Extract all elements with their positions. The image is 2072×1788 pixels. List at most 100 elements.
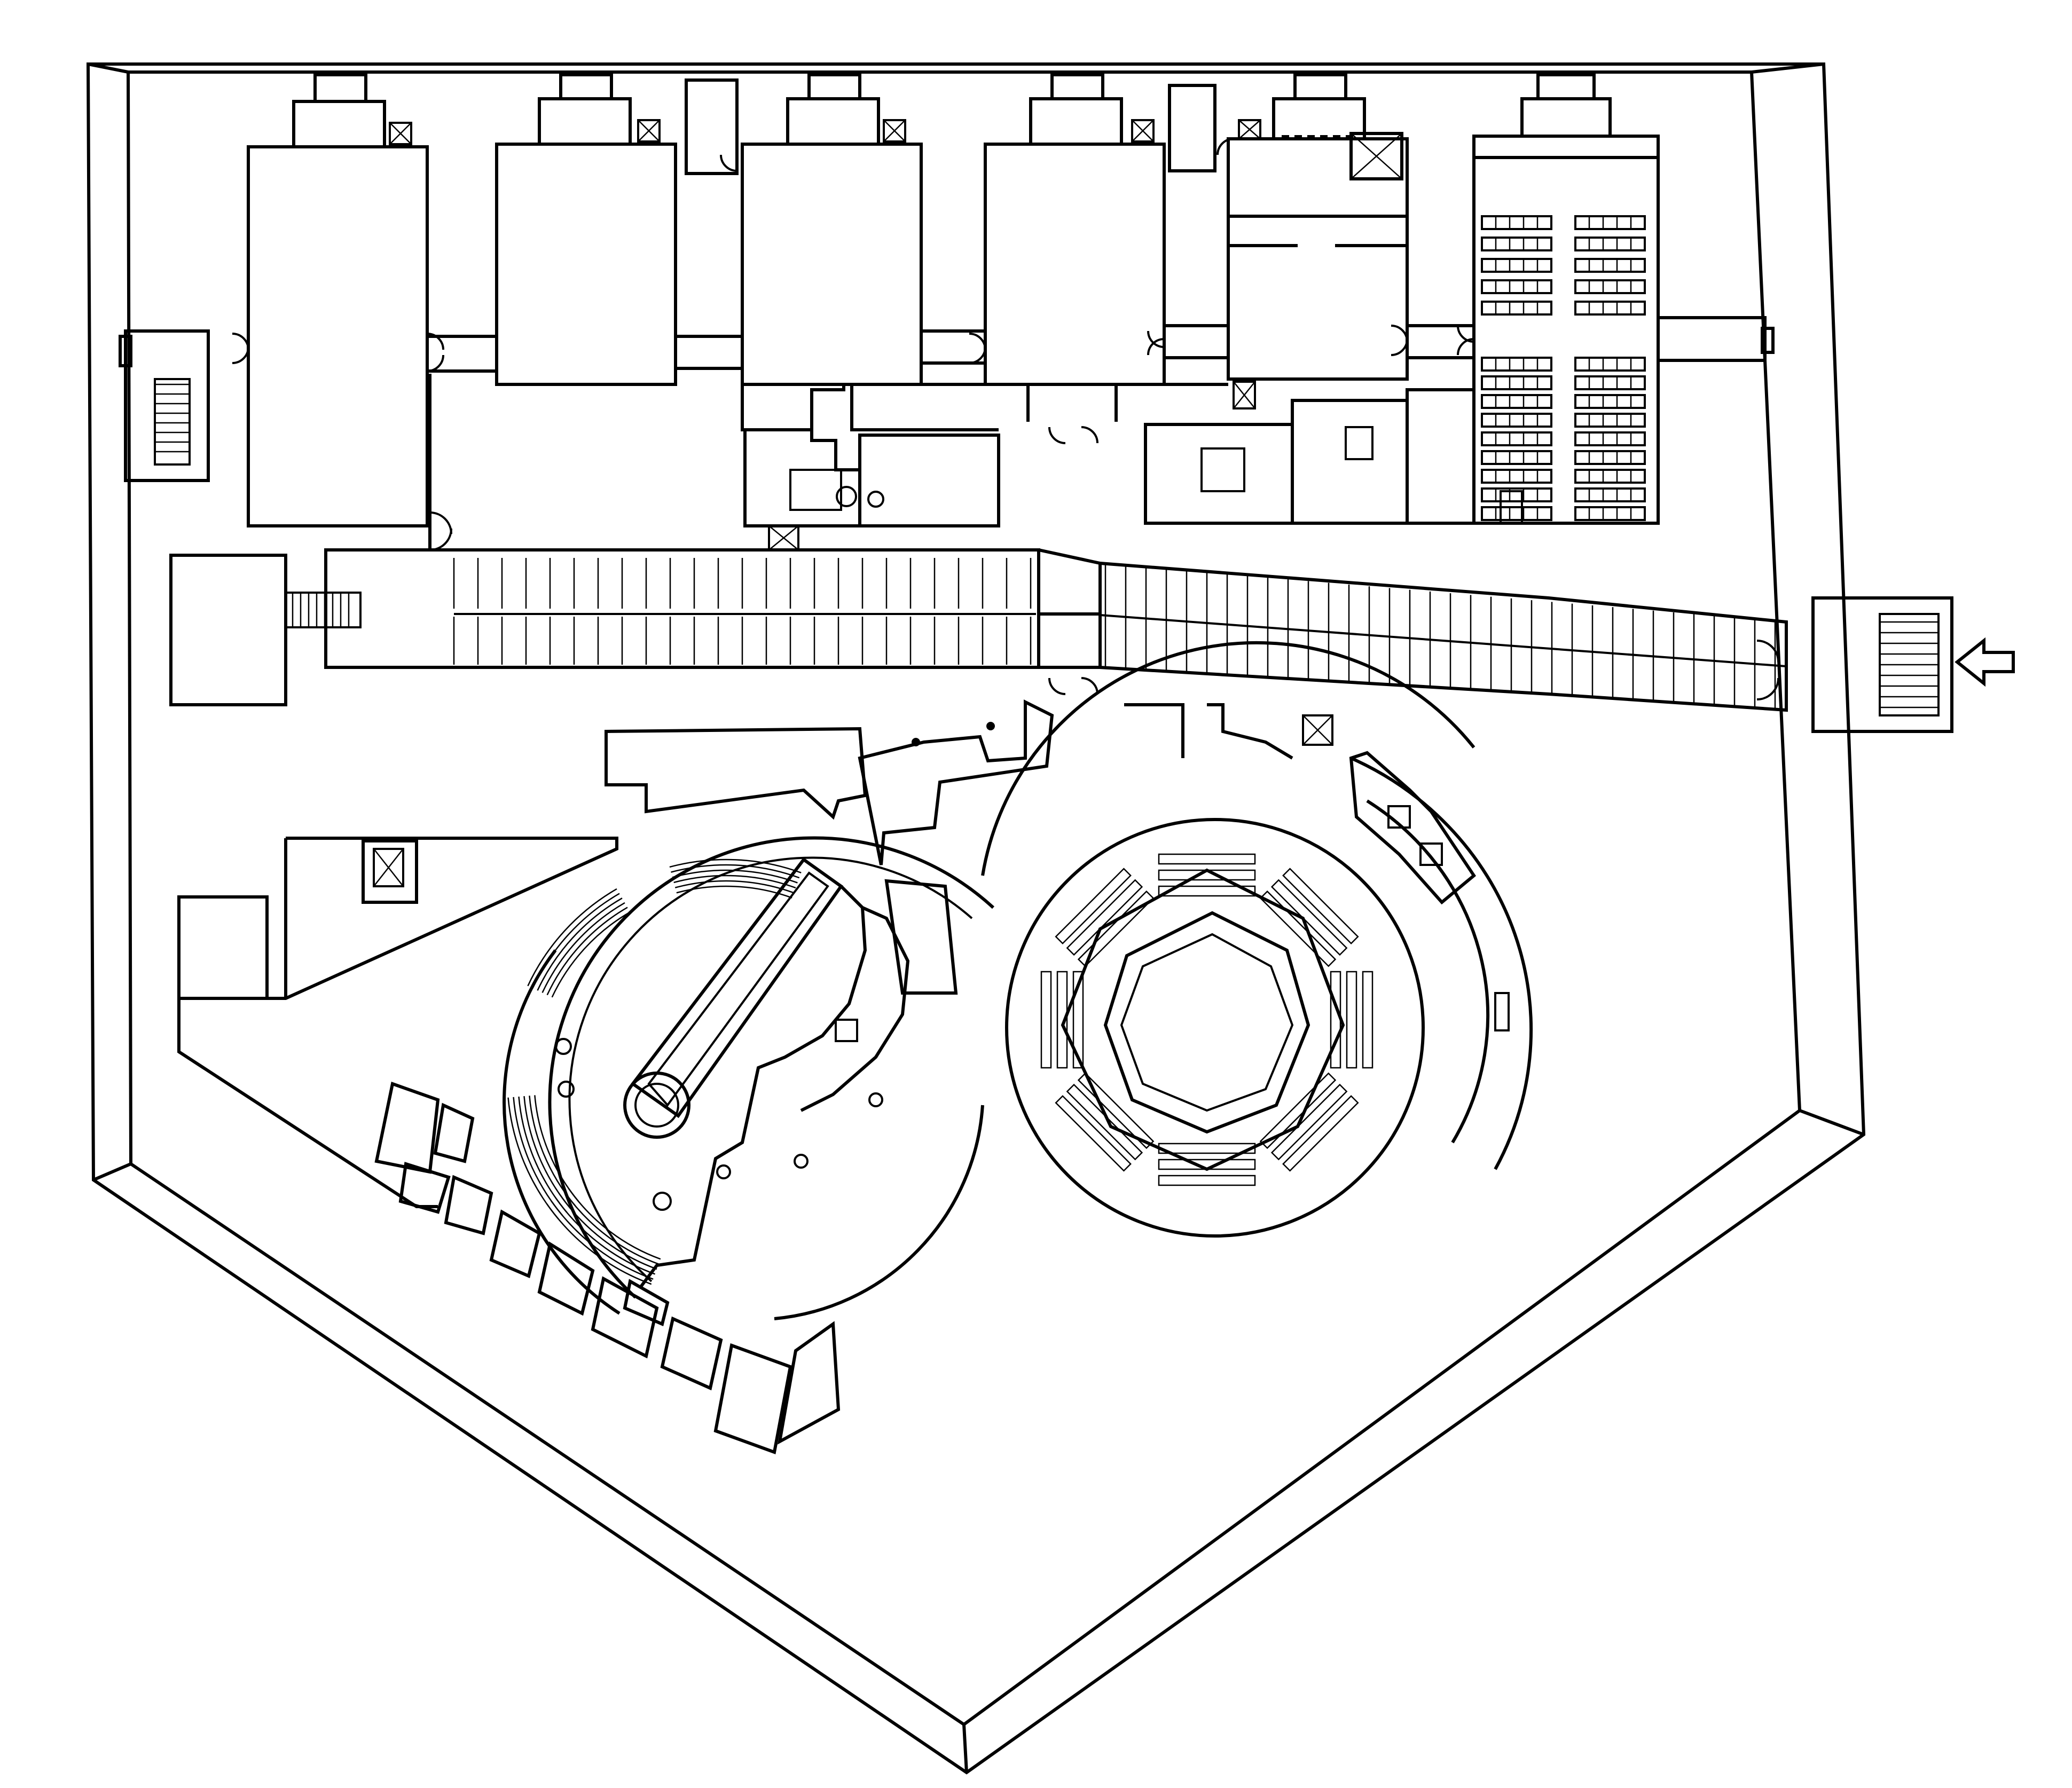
- seat-row: [1481, 469, 1552, 484]
- seat-row: [1574, 375, 1646, 390]
- seat-arc: [518, 1096, 568, 1213]
- seat-row: [1481, 215, 1552, 230]
- seat-row: [1481, 450, 1552, 465]
- seat-arc: [674, 880, 794, 894]
- seat-row: [1158, 869, 1256, 881]
- seat-bank: [1330, 971, 1374, 1069]
- seat-row: [1574, 506, 1646, 521]
- west-stair-entrance: [119, 329, 210, 482]
- seating-rows-theatre: [1040, 853, 1374, 1186]
- seat-arc: [546, 907, 628, 996]
- seat-row: [1574, 237, 1646, 251]
- door-swing-icon: [232, 138, 1779, 700]
- seat-row: [1055, 1095, 1132, 1172]
- seat-row: [1481, 431, 1552, 446]
- seat-row: [1481, 301, 1552, 316]
- seat-row: [1259, 890, 1337, 967]
- seat-arc: [673, 875, 796, 889]
- site-boundary-wall: [86, 62, 1866, 1775]
- office-block-east: [1144, 381, 1523, 525]
- seat-row: [1362, 971, 1374, 1069]
- main-entrance-stair: [292, 594, 1953, 733]
- seat-row: [1066, 879, 1143, 956]
- seating-rows-rotunda-west: [507, 858, 802, 1285]
- ramp-steps-east: [1100, 563, 1787, 710]
- east-stair-entrance: [1657, 316, 1775, 362]
- theatre-east: [981, 641, 1533, 1238]
- seating-rows-right: [1574, 215, 1646, 521]
- seat-arc: [563, 1191, 659, 1265]
- seat-row: [1481, 237, 1552, 251]
- seat-row: [1072, 971, 1084, 1069]
- seat-row: [1282, 868, 1359, 944]
- seat-row: [1574, 413, 1646, 428]
- seat-row: [1481, 375, 1552, 390]
- seat-row: [1158, 1175, 1256, 1186]
- seat-row: [1158, 885, 1256, 897]
- gallery-room-2: [495, 73, 739, 386]
- seating-rows-left: [1481, 215, 1552, 521]
- seat-row: [1055, 868, 1132, 944]
- seat-arc: [669, 858, 802, 873]
- seat-arc: [534, 1095, 580, 1203]
- seat-bank: [1158, 1143, 1256, 1186]
- seat-bank: [1055, 868, 1155, 967]
- entrance-arrow-icon: [1955, 637, 2015, 687]
- gallery-room-4: [984, 73, 1216, 386]
- ramp-steps-west: [453, 558, 1036, 665]
- seat-arc: [541, 902, 625, 993]
- seat-row: [1574, 357, 1646, 372]
- seat-row: [1158, 1143, 1256, 1154]
- upper-corridor: [427, 324, 1474, 550]
- gallery-room-3: [741, 73, 923, 386]
- west-service-block: [605, 699, 1054, 995]
- seat-arc: [537, 897, 623, 991]
- seat-row: [1346, 971, 1357, 1069]
- seat-row: [1066, 1083, 1143, 1161]
- seat-row: [1259, 1072, 1337, 1149]
- seat-arc: [532, 893, 620, 989]
- seat-row: [1574, 301, 1646, 316]
- seat-row: [1158, 853, 1256, 865]
- seat-arc: [676, 885, 792, 899]
- seat-row: [1270, 879, 1348, 956]
- seat-arc: [672, 869, 798, 884]
- office-block-center: [743, 428, 1000, 551]
- seat-row: [1574, 215, 1646, 230]
- seat-row: [1481, 394, 1552, 409]
- seat-arc: [671, 864, 800, 879]
- seat-arc: [529, 1096, 576, 1206]
- seat-bank: [1259, 868, 1359, 967]
- seat-arc: [551, 911, 631, 998]
- seat-row: [1481, 487, 1552, 502]
- seat-row: [1574, 469, 1646, 484]
- ramp-handrail: [1100, 614, 1787, 667]
- seat-bank: [1055, 1072, 1155, 1172]
- theatre-east-wing: [1349, 751, 1476, 905]
- seat-row: [1574, 279, 1646, 294]
- gallery-room-5: [1227, 73, 1409, 381]
- stair-icon: [155, 383, 190, 453]
- stair-icon: [1880, 621, 1938, 708]
- rotunda-west: [503, 836, 995, 1320]
- seat-row: [1282, 1095, 1359, 1172]
- auditorium-seating-block: [1472, 73, 1660, 525]
- seat-row: [1077, 1072, 1155, 1149]
- seat-row: [1481, 357, 1552, 372]
- seat-bank: [1040, 971, 1084, 1069]
- seat-row: [1481, 279, 1552, 294]
- seat-arc: [527, 888, 617, 987]
- seat-row: [1330, 971, 1341, 1069]
- seat-arc: [513, 1097, 563, 1216]
- lower-left-annex: [177, 837, 841, 1455]
- seat-row: [1158, 1159, 1256, 1170]
- seat-row: [1481, 506, 1552, 521]
- gallery-room-1: [247, 73, 429, 527]
- seat-row: [1574, 487, 1646, 502]
- seat-arc: [523, 1096, 571, 1210]
- seat-bank: [1158, 853, 1256, 897]
- seat-row: [1574, 258, 1646, 273]
- seat-row: [1270, 1083, 1348, 1161]
- seat-row: [1574, 394, 1646, 409]
